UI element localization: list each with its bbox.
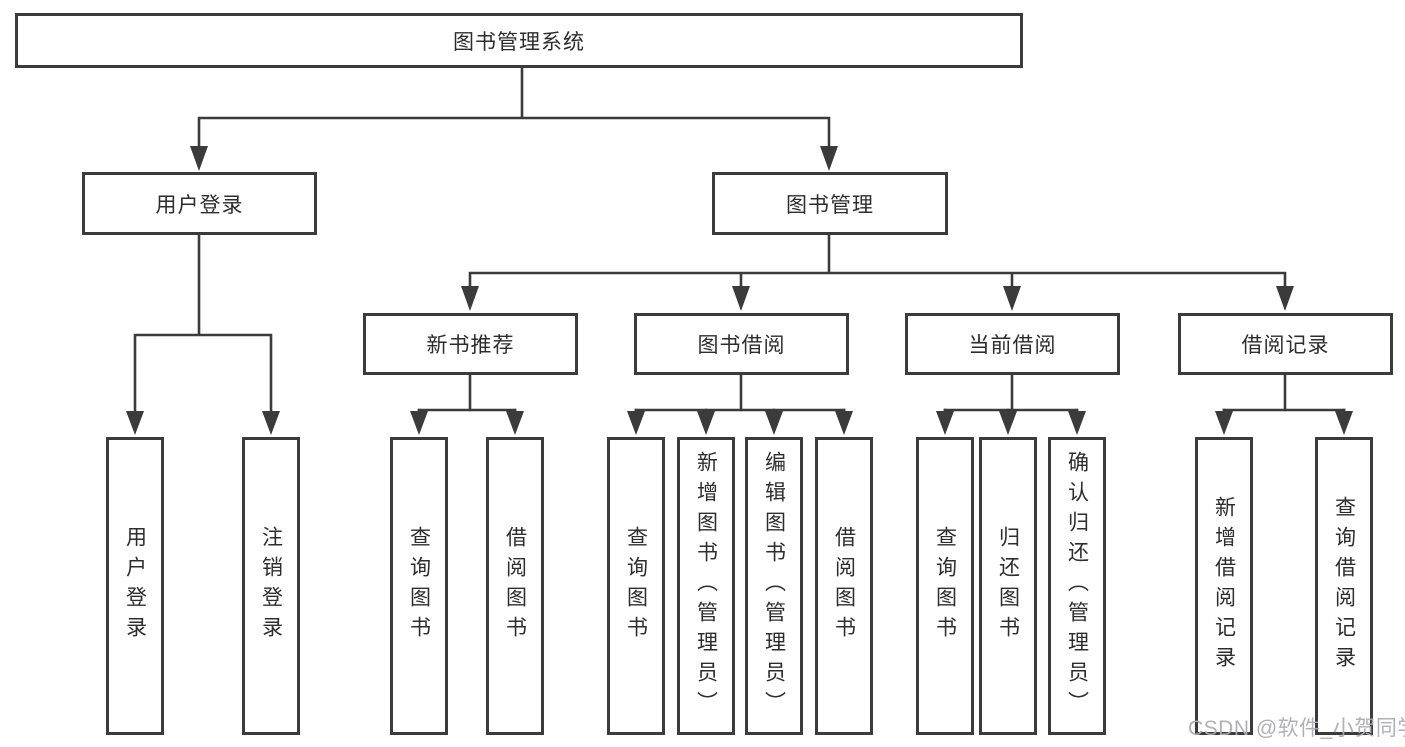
- leaf-label: 编辑图书（管理员）: [762, 451, 786, 721]
- watermark: CSDN @软件_小贺同学: [1188, 717, 1405, 740]
- leaf-logout: 注销登录: [242, 437, 300, 735]
- node-book-management: 图书管理: [712, 172, 948, 235]
- arrowhead: [190, 146, 208, 171]
- leaf-label: 注销登录: [259, 526, 283, 646]
- arrowhead: [410, 411, 428, 435]
- leaf-recommend-query-book: 查询图书: [390, 437, 448, 735]
- arrowhead: [1003, 286, 1021, 311]
- arrowhead: [1335, 411, 1353, 435]
- leaf-label: 确认归还（管理员）: [1065, 451, 1089, 721]
- leaf-borrow-edit-book-admin: 编辑图书（管理员）: [745, 437, 803, 735]
- leaf-label: 借阅图书: [503, 526, 527, 646]
- leaf-label: 查询借阅记录: [1332, 496, 1356, 676]
- node-label: 新书推荐: [426, 334, 515, 357]
- node-label: 当前借阅: [968, 334, 1057, 357]
- leaf-records-query-record: 查询借阅记录: [1315, 437, 1373, 735]
- arrowhead: [506, 411, 524, 435]
- node-label: 图书借阅: [697, 334, 786, 357]
- arrowhead: [697, 411, 715, 435]
- leaf-label: 新增图书（管理员）: [694, 451, 718, 721]
- node-user-login: 用户登录: [82, 172, 317, 235]
- leaf-user-login: 用户登录: [106, 437, 164, 735]
- arrowhead: [835, 411, 853, 435]
- arrowhead: [999, 411, 1017, 435]
- leaf-current-return-book: 归还图书: [979, 437, 1037, 735]
- arrowhead: [820, 146, 838, 171]
- arrowhead: [1068, 411, 1086, 435]
- node-current-borrow: 当前借阅: [905, 313, 1120, 375]
- leaf-borrow-add-book-admin: 新增图书（管理员）: [677, 437, 735, 735]
- node-label: 图书管理: [786, 193, 874, 217]
- leaf-label: 用户登录: [123, 526, 147, 646]
- node-borrow-records: 借阅记录: [1178, 313, 1393, 375]
- leaf-recommend-borrow-book: 借阅图书: [486, 437, 544, 735]
- leaf-records-add-record: 新增借阅记录: [1195, 437, 1253, 735]
- node-library-management-system: 图书管理系统: [15, 13, 1023, 68]
- leaf-label: 查询图书: [933, 526, 957, 646]
- arrowhead: [262, 411, 280, 435]
- leaf-label: 借阅图书: [832, 526, 856, 646]
- node-label: 用户登录: [155, 193, 244, 217]
- leaf-label: 新增借阅记录: [1212, 496, 1236, 676]
- arrowhead: [461, 286, 479, 311]
- node-new-book-recommend: 新书推荐: [363, 313, 578, 375]
- leaf-borrow-borrow-book: 借阅图书: [815, 437, 873, 735]
- leaf-label: 查询图书: [624, 526, 648, 646]
- leaf-current-confirm-return-admin: 确认归还（管理员）: [1048, 437, 1106, 735]
- arrowheads: [126, 146, 1353, 435]
- arrowhead: [126, 411, 144, 435]
- node-book-borrow: 图书借阅: [634, 313, 849, 375]
- arrowhead: [936, 411, 954, 435]
- arrowhead: [627, 411, 645, 435]
- leaf-current-query-book: 查询图书: [916, 437, 974, 735]
- leaf-label: 查询图书: [407, 526, 431, 646]
- arrowhead: [732, 286, 750, 311]
- node-label: 借阅记录: [1241, 334, 1330, 357]
- leaf-borrow-query-book: 查询图书: [607, 437, 665, 735]
- arrowhead: [1276, 286, 1294, 311]
- arrowhead: [1215, 411, 1233, 435]
- node-label: 图书管理系统: [453, 30, 585, 54]
- arrowhead: [765, 411, 783, 435]
- leaf-label: 归还图书: [996, 526, 1020, 646]
